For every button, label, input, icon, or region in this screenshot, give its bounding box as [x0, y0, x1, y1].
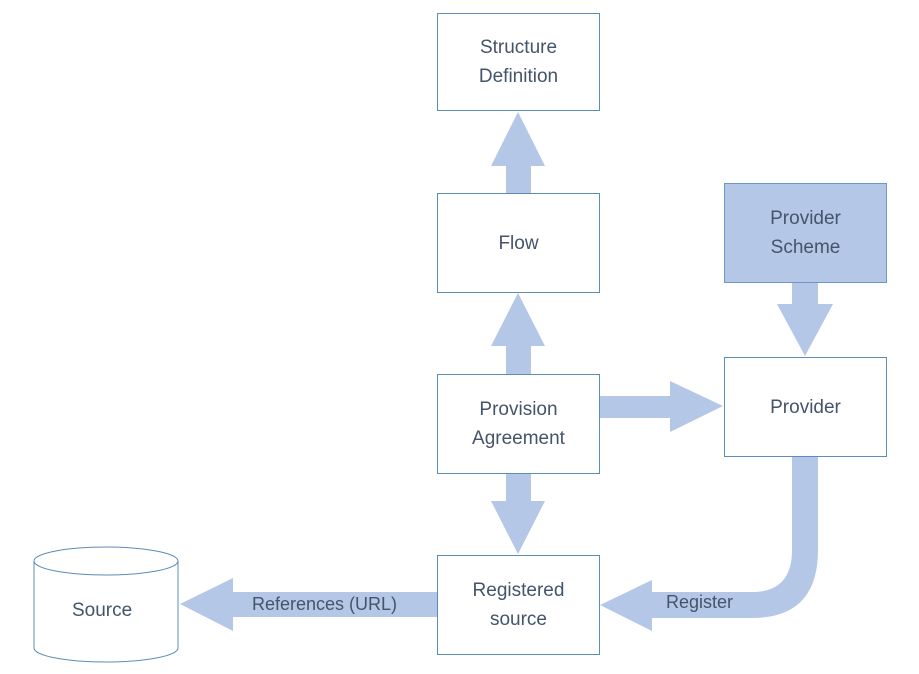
node-provider[interactable]: Provider: [724, 357, 887, 457]
node-structure-definition[interactable]: Structure Definition: [437, 13, 600, 111]
node-provider-label: Provider: [770, 396, 841, 418]
node-flow[interactable]: Flow: [437, 193, 600, 293]
edge-label-register: Register: [666, 592, 734, 612]
arrow-provider-to-registered: [600, 457, 818, 631]
node-source-label: Source: [72, 600, 133, 621]
source-cylinder[interactable]: [33, 546, 179, 663]
arrow-agreement-to-registered: [491, 474, 545, 554]
node-provider-scheme-label: Provider Scheme: [770, 208, 841, 258]
arrow-agreement-to-flow: [491, 293, 545, 374]
node-registered-source[interactable]: Registered source: [437, 555, 600, 655]
node-provision-agreement-label: Provision Agreement: [472, 399, 565, 449]
arrow-registered-to-source: [180, 578, 437, 631]
node-provision-agreement[interactable]: Provision Agreement: [437, 374, 600, 474]
arrow-agreement-to-provider: [599, 381, 723, 432]
arrow-flow-to-structure: [491, 112, 545, 193]
edge-label-references: References (URL): [252, 594, 398, 614]
node-structure-definition-label: Structure Definition: [478, 37, 559, 87]
node-flow-label: Flow: [498, 232, 539, 254]
node-provider-scheme[interactable]: Provider Scheme: [724, 183, 887, 283]
arrow-scheme-to-provider: [777, 282, 833, 356]
node-registered-source-label: Registered source: [472, 580, 565, 630]
